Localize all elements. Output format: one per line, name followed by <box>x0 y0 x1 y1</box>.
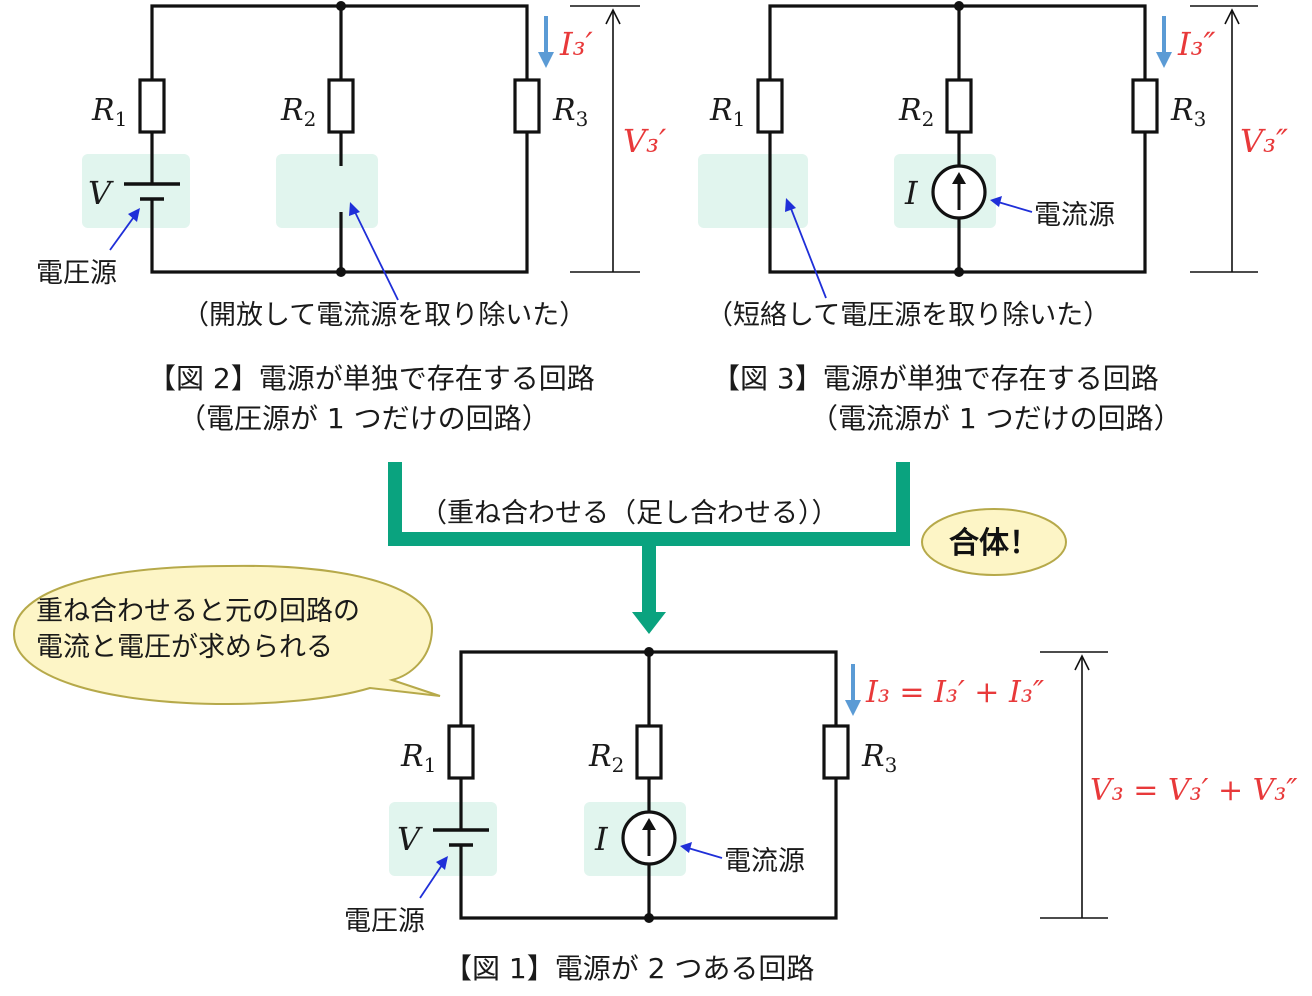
label-current-source: 電流源 <box>724 846 805 877</box>
pointer-arrowhead <box>785 198 796 212</box>
pointer-line <box>789 205 827 299</box>
label-r1: R <box>91 93 115 128</box>
label-r2-sub: 2 <box>922 107 935 131</box>
resistor-r2 <box>327 78 355 134</box>
pointer-line <box>109 213 137 251</box>
pointer-line <box>353 209 399 301</box>
junction-node <box>644 647 654 657</box>
svg-text:R2: R2 <box>280 93 316 131</box>
label-r2-sub: 2 <box>612 753 625 777</box>
label-voltage-source: 電圧源 <box>344 906 425 937</box>
svg-text:R2: R2 <box>588 739 624 777</box>
svg-text:R3: R3 <box>552 93 588 131</box>
resistor-r2 <box>945 78 973 134</box>
voltage-arrow-head <box>1074 654 1090 671</box>
pointer-arrowhead <box>680 842 692 853</box>
highlight-removed-voltage-source <box>698 154 808 228</box>
label-r3-sub: 3 <box>576 107 589 131</box>
label-r1-sub: 1 <box>424 753 437 777</box>
resistor-r1 <box>756 78 784 134</box>
figure-1-circuit: R1 R2 R3 V I 電圧源 電流源 I₃ = I₃′ + I₃″ V₃ =… <box>344 647 1298 985</box>
merge-arrow: （重ね合わせる（足し合わせる）） <box>388 462 910 634</box>
label-i: I <box>594 820 609 858</box>
fig3-caption-line2: （電流源が 1 つだけの回路） <box>810 402 1182 435</box>
merge-label: （重ね合わせる（足し合わせる）） <box>420 498 839 529</box>
fig3-current-label: I₃″ <box>1177 25 1215 63</box>
bubble-line2: 電流と電圧が求められる <box>36 632 333 663</box>
highlight-voltage-source <box>389 802 497 876</box>
fig2-voltage-label: V₃′ <box>623 122 667 160</box>
pointer-line <box>687 847 723 859</box>
combine-badge: 合体！ <box>921 508 1067 576</box>
highlight-removed-current-source <box>276 154 378 228</box>
voltage-arrow-head <box>605 8 621 25</box>
svg-text:R3: R3 <box>861 739 897 777</box>
pointer-arrowhead <box>436 856 448 870</box>
label-i: I <box>904 174 919 212</box>
current-arrow-head <box>845 700 861 716</box>
speech-bubble: 重ね合わせると元の回路の 電流と電圧が求められる <box>12 564 441 706</box>
resistor-r3 <box>1131 78 1159 134</box>
label-r1-sub: 1 <box>115 107 128 131</box>
junction-node <box>954 267 964 277</box>
resistor-r3 <box>513 78 541 134</box>
fig1-caption: 【図 1】電源が 2 つある回路 <box>444 952 814 985</box>
fig2-caption-line1: 【図 2】電源が単独で存在する回路 <box>148 362 595 395</box>
highlight-voltage-source <box>82 154 190 228</box>
label-v: V <box>88 174 114 212</box>
current-arrow-head <box>1156 52 1172 68</box>
label-r3: R <box>552 93 576 128</box>
resistor-r3 <box>822 724 850 780</box>
pointer-arrowhead <box>990 196 1002 207</box>
svg-text:R1: R1 <box>709 93 745 131</box>
junction-node <box>954 1 964 11</box>
current-source-arrowhead <box>642 818 656 830</box>
label-voltage-source: 電圧源 <box>36 258 117 289</box>
fig1-voltage-equation: V₃ = V₃′ + V₃″ <box>1090 773 1298 808</box>
label-v: V <box>397 820 423 858</box>
svg-text:R3: R3 <box>1170 93 1206 131</box>
resistor-r1 <box>138 78 166 134</box>
label-r3: R <box>861 739 885 774</box>
pointer-line <box>419 861 445 899</box>
pointer-arrowhead <box>128 208 140 222</box>
label-current-source: 電流源 <box>1034 200 1115 231</box>
pointer-line <box>997 201 1033 213</box>
fig3-caption-line1: 【図 3】電源が単独で存在する回路 <box>712 362 1159 395</box>
fig1-current-equation: I₃ = I₃′ + I₃″ <box>865 675 1045 710</box>
voltage-arrow-head <box>1224 8 1240 25</box>
svg-text:R1: R1 <box>400 739 436 777</box>
svg-text:R2: R2 <box>898 93 934 131</box>
resistor-r2 <box>635 724 663 780</box>
svg-text:R1: R1 <box>91 93 127 131</box>
fig2-note: （開放して電流源を取り除いた） <box>182 300 586 331</box>
label-r1: R <box>709 93 733 128</box>
current-arrow-head <box>538 52 554 68</box>
junction-node <box>336 267 346 277</box>
label-r3: R <box>1170 93 1194 128</box>
label-r2: R <box>588 739 612 774</box>
combine-badge-label: 合体！ <box>949 526 1039 561</box>
bubble-line1: 重ね合わせると元の回路の <box>36 596 360 627</box>
fig2-caption-line2: （電圧源が 1 つだけの回路） <box>178 402 550 435</box>
fig2-current-label: I₃′ <box>559 25 593 63</box>
figure-3-circuit: R1 R2 R3 I 電流源 （短絡して電圧源を取り除いた） I₃″ V₃″ 【… <box>698 1 1288 435</box>
label-r2: R <box>898 93 922 128</box>
label-r3-sub: 3 <box>1194 107 1207 131</box>
junction-node <box>336 1 346 11</box>
label-r1: R <box>400 739 424 774</box>
label-r2: R <box>280 93 304 128</box>
figure-2-circuit: R1 R2 R3 V 電圧源 （開放して電流源を取り除いた） I₃′ V₃′ 【… <box>36 1 667 435</box>
label-r2-sub: 2 <box>304 107 317 131</box>
current-source-arrowhead <box>952 172 966 184</box>
junction-node <box>644 913 654 923</box>
fig3-note: （短絡して電圧源を取り除いた） <box>706 300 1110 331</box>
label-r1-sub: 1 <box>733 107 746 131</box>
label-r3-sub: 3 <box>885 753 898 777</box>
resistor-r1 <box>447 724 475 780</box>
fig3-voltage-label: V₃″ <box>1240 122 1288 160</box>
pointer-arrowhead <box>349 202 360 216</box>
